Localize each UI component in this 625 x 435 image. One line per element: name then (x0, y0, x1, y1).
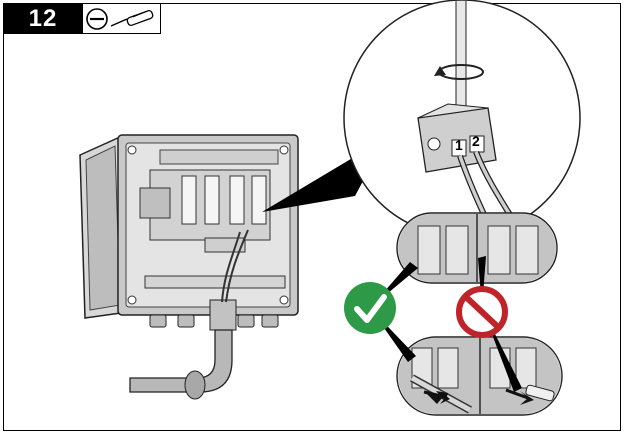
terminal-label-1: 1 (455, 137, 463, 153)
checkmark-icon (344, 282, 396, 334)
detail-top-pill (396, 212, 558, 284)
terminal-label-2: 2 (472, 133, 480, 149)
screwdriver-icon (86, 8, 154, 30)
enclosure (79, 134, 299, 400)
incorrect-pointer-top (478, 256, 486, 308)
step-number: 12 (28, 4, 58, 32)
illustration-frame (3, 3, 621, 431)
tool-indicator (83, 3, 161, 34)
step-number-badge: 12 (3, 3, 83, 34)
prohibited-icon (456, 286, 508, 338)
terminal-detail-callout: 1 2 (343, 0, 581, 237)
detail-bottom-pill (396, 336, 563, 416)
